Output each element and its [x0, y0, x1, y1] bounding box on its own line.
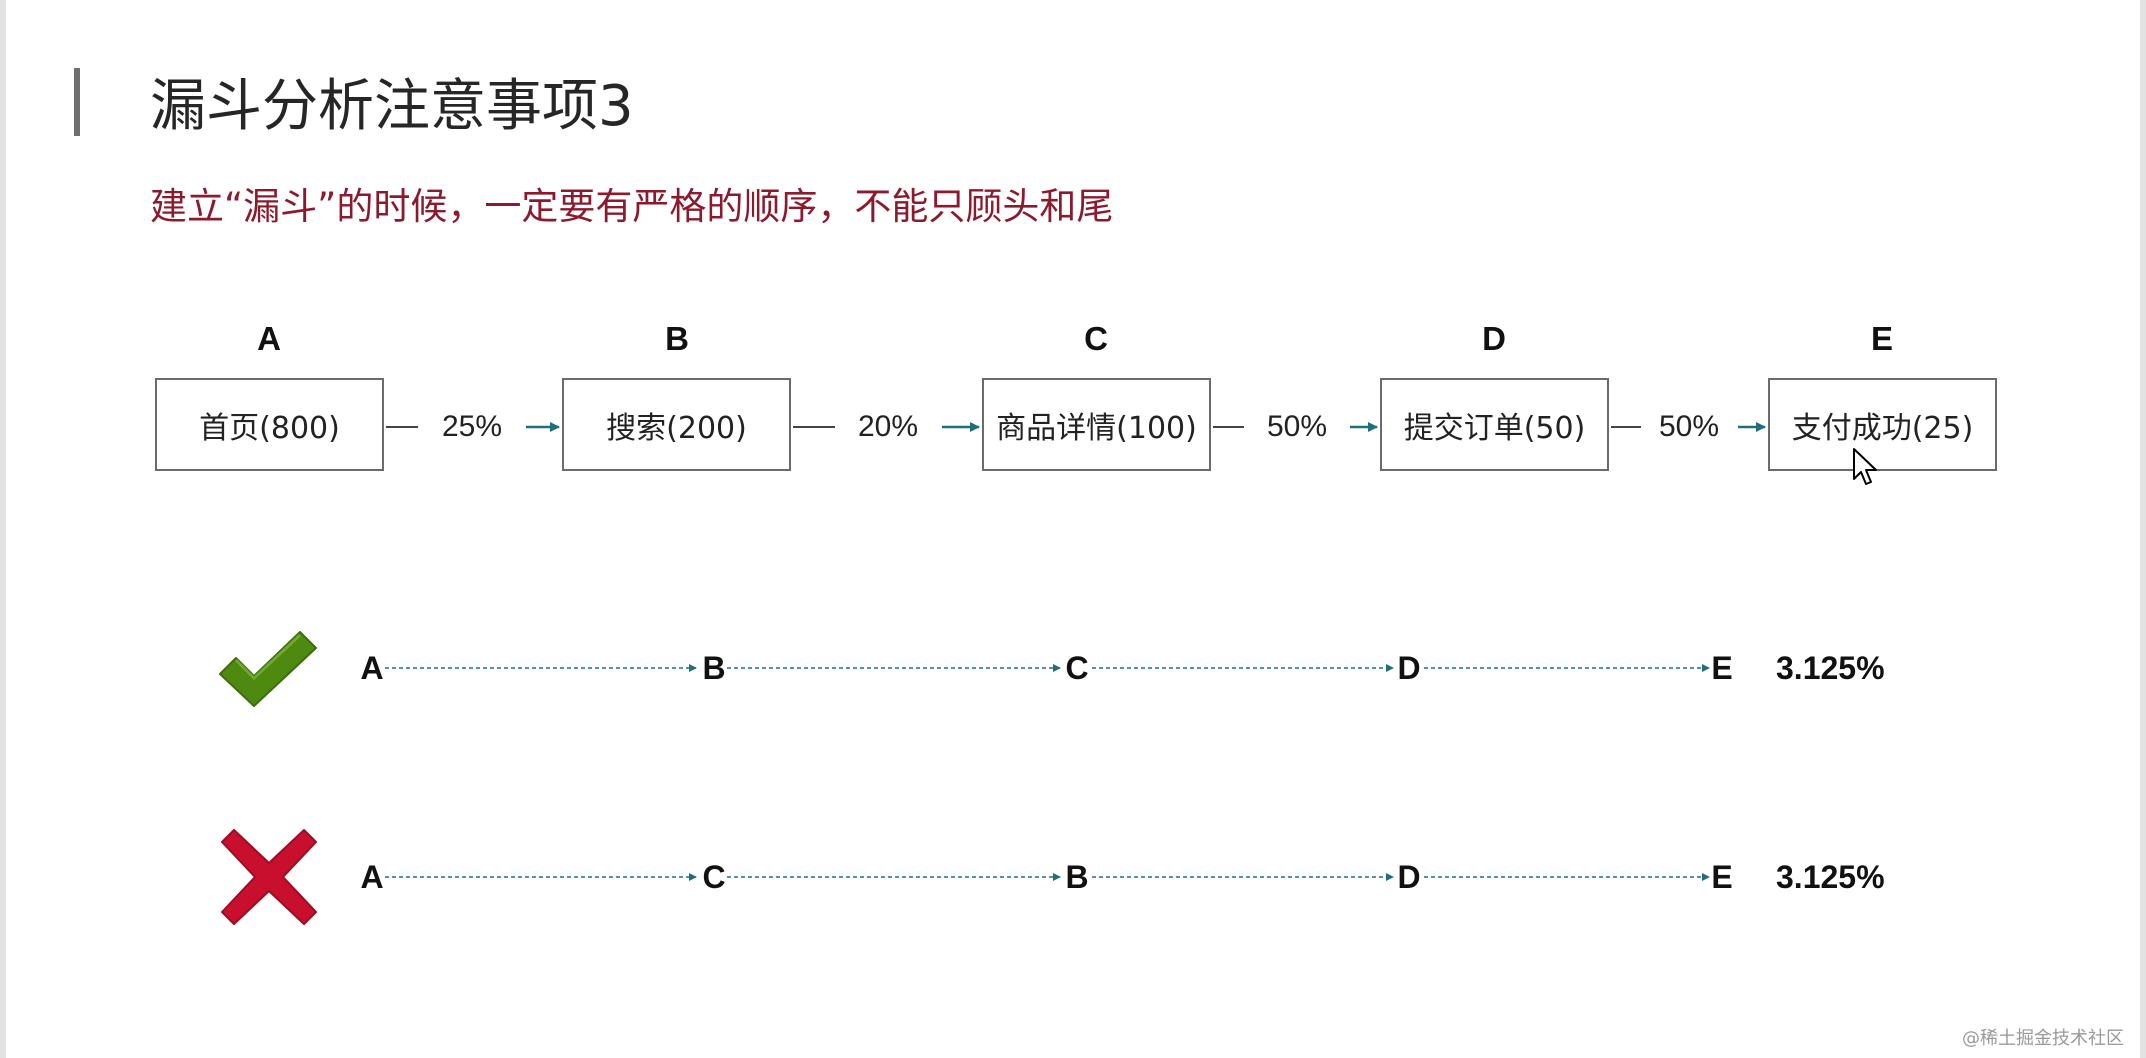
correct-seq-result: 3.125% [1776, 650, 1885, 686]
wrong-seq-step-3: B [1065, 859, 1089, 895]
conversion-rate-cd: 50% [1266, 410, 1328, 443]
checkmark-icon [219, 631, 317, 707]
wrong-seq-result: 3.125% [1776, 859, 1885, 895]
conversion-rate-bc: 20% [857, 410, 919, 443]
funnel-step-c: 商品详情(100) [982, 378, 1211, 471]
conversion-rate-de: 50% [1658, 410, 1720, 443]
wrong-seq-step-5: E [1711, 859, 1733, 895]
wrong-seq-step-1: A [360, 859, 384, 895]
conversion-rate-ab: 25% [441, 410, 503, 443]
correct-seq-step-2: B [702, 650, 726, 686]
title-accent-bar [74, 68, 80, 136]
wrong-seq-step-4: D [1397, 859, 1421, 895]
slide-subtitle: 建立“漏斗”的时候，一定要有严格的顺序，不能只顾头和尾 [150, 185, 1114, 228]
correct-seq-step-3: C [1065, 650, 1089, 686]
step-letter-e: E [1870, 320, 1893, 357]
correct-seq-step-4: D [1397, 650, 1421, 686]
slide-right-edge [2140, 0, 2146, 1058]
funnel-step-d: 提交订单(50) [1380, 378, 1609, 471]
wrong-seq-step-2: C [702, 859, 726, 895]
watermark: @稀土掘金技术社区 [1962, 1028, 2124, 1049]
mouse-cursor-icon [1853, 448, 1877, 485]
step-letter-b: B [665, 320, 689, 357]
funnel-step-b: 搜索(200) [562, 378, 791, 471]
correct-seq-step-1: A [360, 650, 384, 686]
correct-seq-step-5: E [1711, 650, 1733, 686]
step-letter-a: A [257, 320, 281, 357]
slide-title: 漏斗分析注意事项3 [150, 74, 634, 139]
funnel-step-a: 首页(800) [155, 378, 384, 471]
slide-left-edge [0, 0, 6, 1058]
cross-icon [221, 829, 317, 925]
step-letter-c: C [1084, 320, 1108, 357]
step-letter-d: D [1482, 320, 1506, 357]
funnel-step-e: 支付成功(25) [1768, 378, 1997, 471]
